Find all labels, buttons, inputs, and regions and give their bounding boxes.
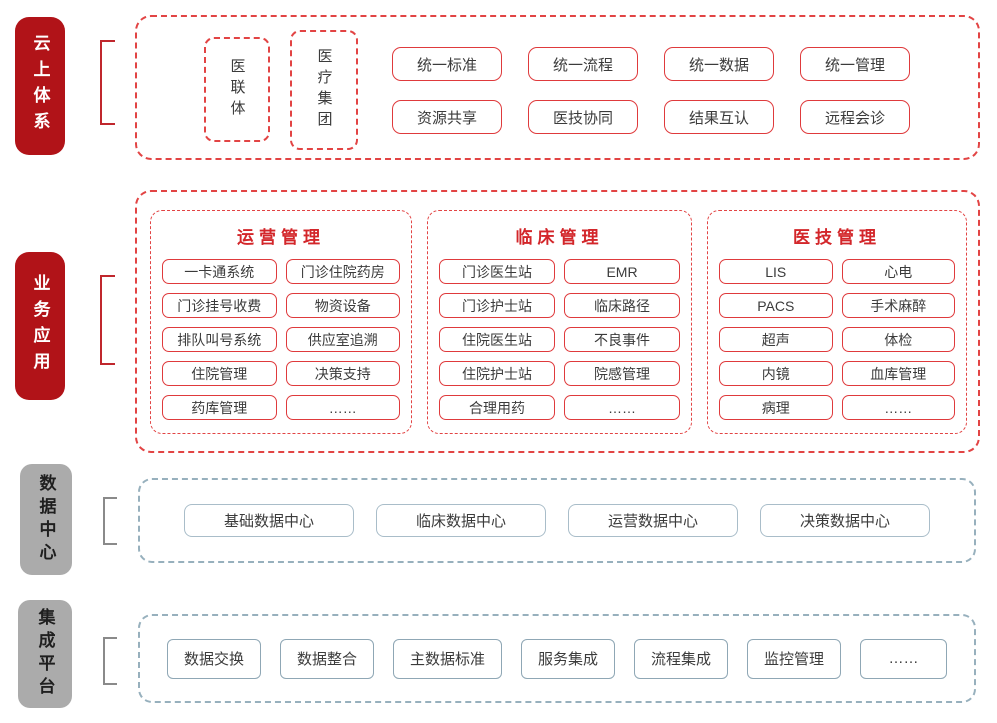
module-box: 门诊挂号收费 xyxy=(162,293,277,318)
module-box: 血库管理 xyxy=(841,361,955,386)
module-box: …… xyxy=(564,395,680,420)
side-label-data-center: 数据中心 xyxy=(20,464,72,575)
module-box: 内镜 xyxy=(719,361,833,386)
data-center-box: 决策数据中心 xyxy=(760,504,930,537)
integration-module-box: 数据整合 xyxy=(279,638,374,679)
bracket-icon xyxy=(100,40,115,125)
module-box: 排队叫号系统 xyxy=(162,327,277,352)
side-label-integration-platform-text: 集成平台 xyxy=(35,608,55,700)
integration-module-box: 服务集成 xyxy=(521,638,616,679)
data-center-box: 基础数据中心 xyxy=(184,504,354,537)
module-box: 体检 xyxy=(841,327,955,352)
integration-module-box: 监控管理 xyxy=(747,638,842,679)
medical-group-box: 医疗集团 xyxy=(290,30,358,150)
medtech-group: 医技管理 LIS 心电 PACS 手术麻醉 超声 体检 内镜 血库管理 病理 …… xyxy=(707,210,967,434)
cloud-feature-box: 统一管理 xyxy=(800,47,910,81)
operations-group: 运营管理 一卡通系统 门诊住院药房 门诊挂号收费 物资设备 排队叫号系统 供应室… xyxy=(150,210,412,434)
integration-module-box: 主数据标准 xyxy=(392,638,502,679)
module-box: …… xyxy=(285,395,400,420)
data-center-panel: 基础数据中心 临床数据中心 运营数据中心 决策数据中心 xyxy=(138,478,976,563)
bracket-icon xyxy=(100,275,115,365)
module-box: 门诊护士站 xyxy=(439,293,555,318)
module-box: 手术麻醉 xyxy=(841,293,955,318)
module-box: 门诊住院药房 xyxy=(285,259,400,284)
module-box: 物资设备 xyxy=(285,293,400,318)
module-box: 住院护士站 xyxy=(439,361,555,386)
module-box: 供应室追溯 xyxy=(285,327,400,352)
module-box: 心电 xyxy=(841,259,955,284)
module-box: EMR xyxy=(564,259,680,284)
module-box: 药库管理 xyxy=(162,395,277,420)
module-box: 住院医生站 xyxy=(439,327,555,352)
bracket-icon xyxy=(103,497,117,545)
cloud-feature-box: 资源共享 xyxy=(392,100,502,134)
integration-module-box: 数据交换 xyxy=(166,638,261,679)
module-box: PACS xyxy=(719,293,833,318)
clinical-group-title: 临床管理 xyxy=(515,228,604,247)
clinical-group: 临床管理 门诊医生站 EMR 门诊护士站 临床路径 住院医生站 不良事件 住院护… xyxy=(427,210,692,434)
module-box: 一卡通系统 xyxy=(162,259,277,284)
integration-row: 数据交换 数据整合 主数据标准 服务集成 流程集成 监控管理 …… xyxy=(140,616,974,701)
module-box: 院感管理 xyxy=(564,361,680,386)
side-label-integration-platform: 集成平台 xyxy=(18,600,72,708)
module-box: 合理用药 xyxy=(439,395,555,420)
side-label-cloud-system: 云上体系 xyxy=(15,17,65,155)
module-box: 门诊医生站 xyxy=(439,259,555,284)
side-label-business-apps-text: 业务应用 xyxy=(30,274,50,378)
operations-group-title: 运营管理 xyxy=(237,228,325,247)
side-label-business-apps: 业务应用 xyxy=(15,252,65,400)
integration-module-box: …… xyxy=(860,638,948,679)
module-box: 病理 xyxy=(719,395,833,420)
module-box: 决策支持 xyxy=(285,361,400,386)
data-center-box: 临床数据中心 xyxy=(376,504,546,537)
integration-module-box: 流程集成 xyxy=(634,638,729,679)
cloud-feature-box: 远程会诊 xyxy=(800,100,910,134)
side-label-cloud-system-text: 云上体系 xyxy=(30,34,50,138)
medical-alliance-label: 医联体 xyxy=(228,58,246,121)
cloud-feature-box: 统一数据 xyxy=(664,47,774,81)
module-box: …… xyxy=(841,395,955,420)
medtech-group-title: 医技管理 xyxy=(793,228,881,247)
side-label-data-center-text: 数据中心 xyxy=(36,473,56,566)
cloud-feature-box: 结果互认 xyxy=(664,100,774,134)
data-center-box: 运营数据中心 xyxy=(568,504,738,537)
module-box: 超声 xyxy=(719,327,833,352)
cloud-system-panel: 医联体 医疗集团 统一标准 统一流程 统一数据 统一管理 资源共享 医技协同 结… xyxy=(135,15,980,160)
module-box: LIS xyxy=(719,259,833,284)
operations-group-grid: 一卡通系统 门诊住院药房 门诊挂号收费 物资设备 排队叫号系统 供应室追溯 住院… xyxy=(162,259,400,420)
data-center-row: 基础数据中心 临床数据中心 运营数据中心 决策数据中心 xyxy=(140,480,974,561)
module-box: 临床路径 xyxy=(564,293,680,318)
bracket-icon xyxy=(103,637,117,685)
module-box: 住院管理 xyxy=(162,361,277,386)
clinical-group-grid: 门诊医生站 EMR 门诊护士站 临床路径 住院医生站 不良事件 住院护士站 院感… xyxy=(439,259,680,420)
module-box: 不良事件 xyxy=(564,327,680,352)
business-apps-panel: 运营管理 一卡通系统 门诊住院药房 门诊挂号收费 物资设备 排队叫号系统 供应室… xyxy=(135,190,980,453)
cloud-feature-box: 统一标准 xyxy=(392,47,502,81)
cloud-feature-box: 医技协同 xyxy=(528,100,638,134)
medical-alliance-box: 医联体 xyxy=(204,37,270,142)
integration-platform-panel: 数据交换 数据整合 主数据标准 服务集成 流程集成 监控管理 …… xyxy=(138,614,976,703)
medtech-group-grid: LIS 心电 PACS 手术麻醉 超声 体检 内镜 血库管理 病理 …… xyxy=(719,259,955,420)
cloud-feature-box: 统一流程 xyxy=(528,47,638,81)
medical-group-label: 医疗集团 xyxy=(315,48,333,132)
cloud-feature-grid: 统一标准 统一流程 统一数据 统一管理 资源共享 医技协同 结果互认 远程会诊 xyxy=(392,47,910,134)
